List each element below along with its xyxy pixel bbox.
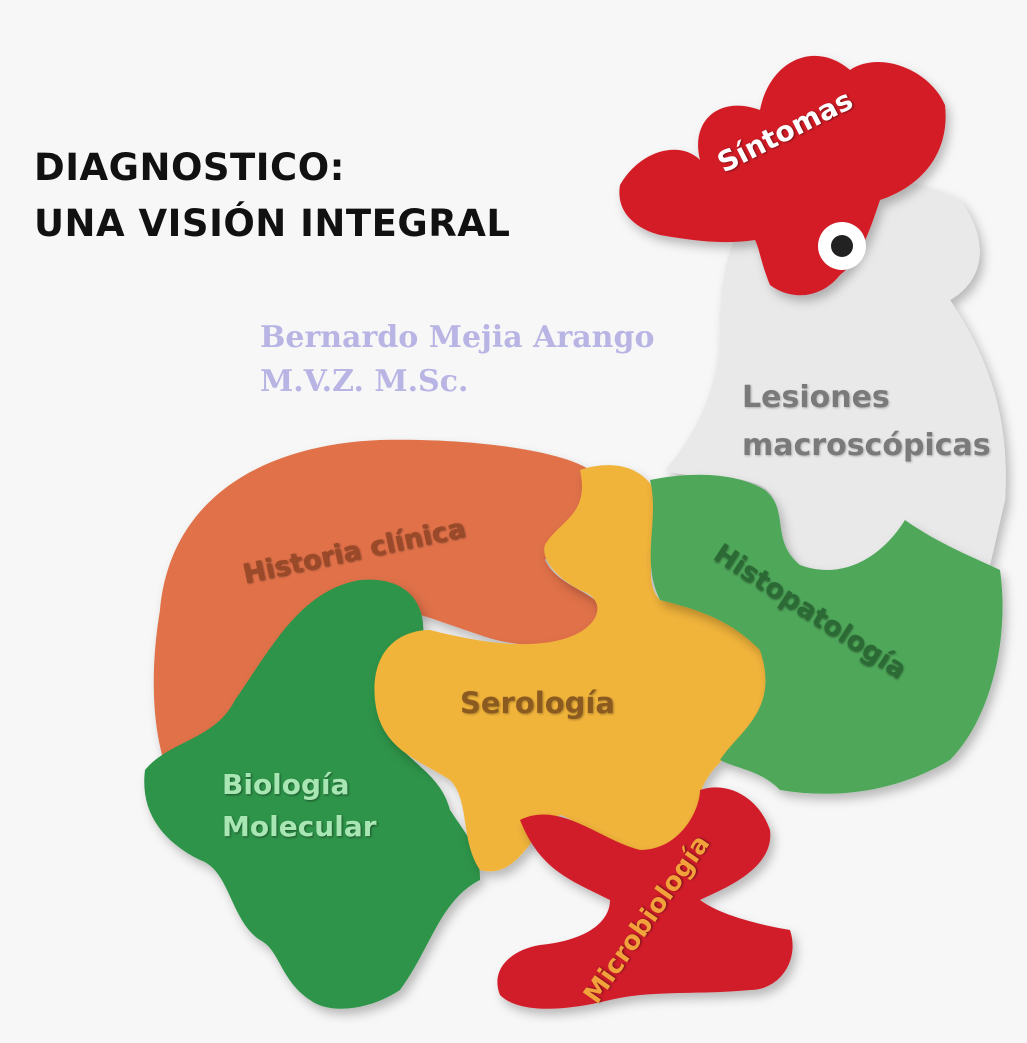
label-biologia-line1: Biología	[222, 768, 350, 801]
piece-microbiologia	[497, 787, 793, 1009]
author-block: Bernardo Mejia Arango M.V.Z. M.Sc.	[260, 316, 654, 404]
author-name: Bernardo Mejia Arango	[260, 320, 655, 355]
title-line-2: UNA VISIÓN INTEGRAL	[34, 202, 511, 245]
piece-lesiones-macroscopicas	[665, 177, 1006, 570]
eye-pupil-icon	[831, 235, 853, 257]
page-title: DIAGNOSTICO: UNA VISIÓN INTEGRAL	[34, 140, 510, 252]
label-serologia: Serología	[460, 686, 615, 720]
piece-serologia	[374, 465, 779, 872]
piece-biologia-molecular	[144, 579, 480, 1009]
piece-histopatologia	[650, 474, 1003, 794]
label-lesiones-line1: Lesiones	[742, 380, 890, 415]
label-lesiones-line2: macroscópicas	[742, 428, 991, 463]
title-line-1: DIAGNOSTICO:	[34, 146, 345, 189]
label-biologia-line2: Molecular	[222, 810, 377, 843]
piece-sintomas	[619, 55, 946, 296]
piece-historia-clinica	[153, 439, 610, 790]
author-degrees: M.V.Z. M.Sc.	[260, 364, 469, 399]
